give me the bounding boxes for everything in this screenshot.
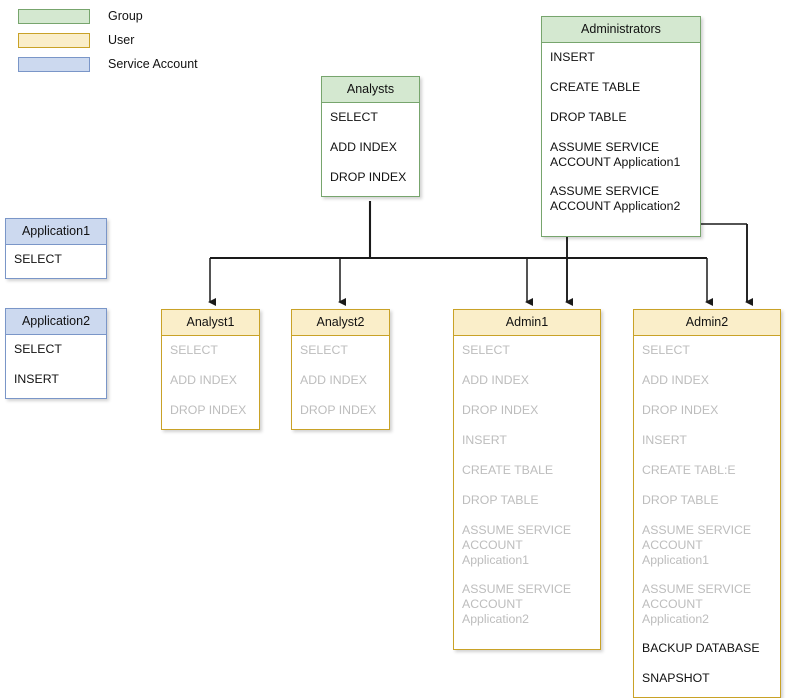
node-admin1-title: Admin1 [454,310,600,336]
node-administrators[interactable]: Administrators INSERT CREATE TABLE DROP TA… [541,16,701,237]
permission-own: SELECT [14,252,62,266]
node-analysts-title: Analysts [322,77,419,103]
legend-label-user: User [108,33,135,47]
node-admin1-permissions: SELECT ADD INDEX DROP INDEX INSERT CREATE TB… [454,336,600,649]
permission-own: ADD INDEX [330,140,397,154]
node-administrators-permissions: INSERT CREATE TABLE DROP TABLE ASSUME SERVI… [542,43,700,236]
permission-inherited: DROP INDEX [300,403,377,417]
permission-inherited: ASSUME SERVICE ACCOUNT Application2 [642,582,752,626]
legend-swatch-user-icon [18,32,90,48]
node-analysts-permissions: SELECT ADD INDEX DROP INDEX [322,103,419,196]
permission-inherited: ASSUME SERVICE ACCOUNT Application2 [462,582,572,626]
permission-own: BACKUP DATABASE [642,641,760,655]
node-analyst1[interactable]: Analyst1 SELECT ADD INDEX DROP INDEX [161,309,260,430]
legend-label-group: Group [108,9,143,23]
node-admin2[interactable]: Admin2 SELECT ADD INDEX DROP INDEX INSERT CR… [633,309,781,698]
legend-item-user: User [18,30,198,50]
edge-analysts-drops [208,258,713,306]
permission-inherited: DROP INDEX [170,403,247,417]
legend-label-service-account: Service Account [108,57,198,71]
node-analyst1-title: Analyst1 [162,310,259,336]
permission-inherited: SELECT [642,343,690,357]
node-analysts[interactable]: Analysts SELECT ADD INDEX DROP INDEX [321,76,420,197]
legend-item-service-account: Service Account [18,54,198,74]
permission-inherited: ASSUME SERVICE ACCOUNT Application1 [462,523,572,567]
permission-own: INSERT [14,372,59,386]
permission-own: CREATE TABLE [550,80,641,94]
node-analyst2[interactable]: Analyst2 SELECT ADD INDEX DROP INDEX [291,309,390,430]
diagram-canvas: Group User Service Account Administrator… [5,6,781,698]
permission-inherited: DROP INDEX [462,403,539,417]
permission-inherited: INSERT [462,433,507,447]
permission-inherited: SELECT [170,343,218,357]
permission-own: DROP INDEX [330,170,407,184]
node-admin2-title: Admin2 [634,310,780,336]
permission-own: SELECT [14,342,62,356]
node-application2[interactable]: Application2 SELECT INSERT [5,308,107,399]
legend-item-group: Group [18,6,198,26]
node-admin2-permissions: SELECT ADD INDEX DROP INDEX INSERT CREATE TA… [634,336,780,697]
legend: Group User Service Account [18,6,198,78]
permission-own: SNAPSHOT [642,671,710,685]
permission-inherited: DROP TABLE [462,493,539,507]
node-analyst2-title: Analyst2 [292,310,389,336]
permission-inherited: DROP INDEX [642,403,719,417]
legend-swatch-group-icon [18,8,90,24]
node-application1-permissions: SELECT [6,245,106,278]
permission-inherited: ADD INDEX [642,373,709,387]
node-application1-title: Application1 [6,219,106,245]
permission-inherited: ADD INDEX [462,373,529,387]
node-admin1[interactable]: Admin1 SELECT ADD INDEX DROP INDEX INSERT CR… [453,309,601,650]
permission-inherited: SELECT [462,343,510,357]
permission-own: DROP TABLE [550,110,627,124]
permission-inherited: SELECT [300,343,348,357]
permission-own: INSERT [550,50,595,64]
permission-inherited: DROP TABLE [642,493,719,507]
permission-inherited: CREATE TABL:E [642,463,736,477]
node-analyst1-permissions: SELECT ADD INDEX DROP INDEX [162,336,259,429]
node-application2-permissions: SELECT INSERT [6,335,106,398]
permission-inherited: ASSUME SERVICE ACCOUNT Application1 [642,523,752,567]
permission-inherited: CREATE TBALE [462,463,554,477]
node-application2-title: Application2 [6,309,106,335]
legend-swatch-service-account-icon [18,56,90,72]
permission-inherited: ADD INDEX [170,373,237,387]
permission-inherited: ADD INDEX [300,373,367,387]
permission-own: ASSUME SERVICE ACCOUNT Application1 [550,140,681,169]
node-analyst2-permissions: SELECT ADD INDEX DROP INDEX [292,336,389,429]
permission-own: ASSUME SERVICE ACCOUNT Application2 [550,184,681,213]
node-administrators-title: Administrators [542,17,700,43]
node-application1[interactable]: Application1 SELECT [5,218,107,279]
permission-own: SELECT [330,110,378,124]
permission-inherited: INSERT [642,433,687,447]
